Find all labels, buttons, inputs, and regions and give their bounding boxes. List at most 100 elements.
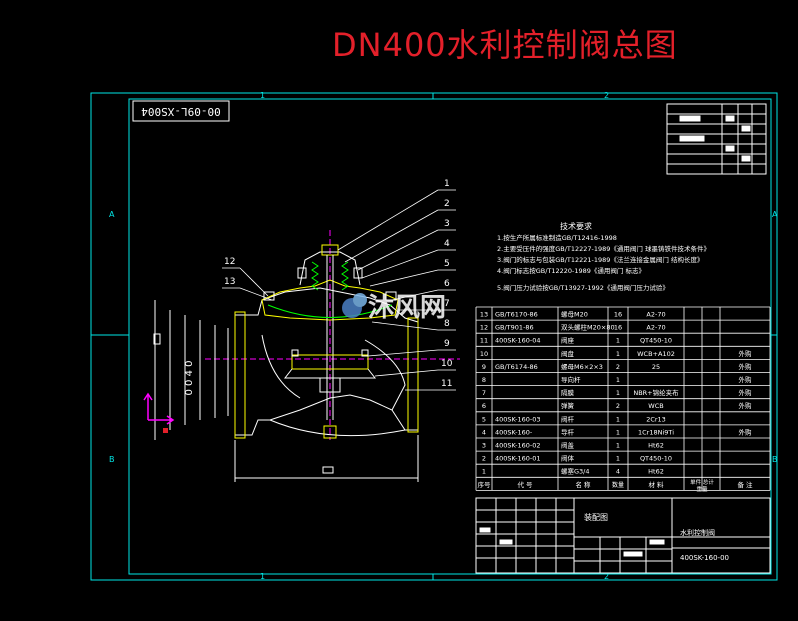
parts-row-no: 5: [482, 415, 486, 423]
parts-row-material: Ht62: [648, 468, 664, 476]
zone-bottom-2: 2: [604, 572, 609, 581]
title-block: [475, 497, 771, 574]
parts-row-qty: 1: [616, 350, 620, 358]
zone-top-1: 1: [260, 91, 265, 100]
inner-frame: [128, 98, 772, 575]
outer-frame: [90, 92, 778, 581]
parts-row-qty: 1: [616, 455, 620, 463]
callout-7: 7: [444, 299, 450, 309]
revision-table: [666, 103, 767, 175]
parts-row-name: 阀盖: [561, 441, 575, 450]
parts-row-qty: 16: [614, 311, 622, 319]
parts-row-note: 外购: [739, 349, 753, 358]
parts-row-material: 2Cr13: [646, 415, 666, 423]
parts-row-qty: 1: [616, 428, 620, 436]
parts-row-note: 外购: [739, 427, 753, 436]
title-block-label: 装配图: [584, 512, 608, 522]
parts-row-name: 导杆: [561, 427, 575, 436]
tech-item-2: 2.主要受压件的强度GB/T12227-1989《通用阀门 球墨铸铁件技术条件》: [497, 244, 710, 253]
title-block-name: 水利控制阀: [680, 528, 715, 537]
parts-row-material: 1Cr18Ni9Ti: [638, 428, 674, 436]
parts-row-name: 双头螺柱M20×80: [561, 323, 615, 332]
parts-row-no: 6: [482, 402, 486, 410]
parts-header-name: 名 称: [575, 480, 591, 489]
parts-row-material: Ht62: [648, 442, 664, 450]
tech-heading: 技术要求: [560, 221, 592, 231]
parts-row-material: WCB: [648, 402, 663, 410]
parts-row-material: 25: [652, 363, 660, 371]
parts-row-qty: 1: [616, 337, 620, 345]
parts-row-name: 阀体: [561, 454, 575, 463]
parts-row-code: GB/T6170-86: [495, 311, 538, 319]
parts-header-no: 序号: [478, 480, 492, 489]
callout-8: 8: [444, 319, 450, 329]
callout-12: 12: [224, 257, 235, 267]
callout-9: 9: [444, 339, 450, 349]
parts-row-name: 螺塞G3/4: [561, 467, 590, 476]
parts-row-note: 外购: [739, 401, 753, 410]
watermark: 沐风网: [342, 293, 446, 323]
tech-item-4: 4.阀门标志按GB/T12220-1989《通用阀门 标志》: [497, 266, 645, 275]
parts-row-qty: 2: [616, 402, 620, 410]
parts-row-note: 外购: [739, 375, 753, 384]
parts-row-no: 2: [482, 455, 486, 463]
dimension-lines: [153, 300, 419, 482]
parts-row-code: 400SK-160-04: [495, 337, 540, 345]
drawing-number-box: 00-09L-XS004: [132, 100, 230, 122]
parts-row-qty: 4: [616, 468, 620, 476]
parts-row-name: 阀杆: [561, 414, 575, 423]
parts-row-no: 13: [480, 311, 488, 319]
callout-1: 1: [444, 179, 450, 189]
parts-row-no: 12: [480, 324, 488, 332]
parts-row-code: GB/T6174-86: [495, 363, 538, 371]
zone-right-B: B: [772, 455, 778, 464]
tech-item-3: 3.阀门的标志与包装GB/T12221-1989《法兰连接金属阀门 结构长度》: [497, 255, 704, 264]
drawing-title: DN400水利控制阀总图: [332, 26, 678, 64]
callout-2: 2: [444, 199, 450, 209]
zone-left-B: B: [109, 455, 115, 464]
parts-row-code: 400SK-160-01: [495, 455, 540, 463]
callout-labels: 1 2 3 4 5 6 7 8 9 10 11 12 13: [224, 179, 453, 389]
tech-item-1: 1.按生产所属标准制造GB/T12416-1998: [497, 233, 617, 242]
callout-3: 3: [444, 219, 450, 229]
callout-4: 4: [444, 239, 450, 249]
tech-requirements: 技术要求 1.按生产所属标准制造GB/T12416-1998 2.主要受压件的强…: [497, 221, 710, 292]
callout-6: 6: [444, 279, 450, 289]
valve-assembly: [205, 230, 460, 440]
parts-row-qty: 1: [616, 442, 620, 450]
parts-row-no: 8: [482, 376, 486, 384]
parts-row-qty: 1: [616, 389, 620, 397]
parts-header-note: 备 注: [737, 480, 753, 489]
parts-row-qty: 2: [616, 363, 620, 371]
parts-row-name: 隔膜: [561, 388, 575, 397]
parts-row-code: 400SK-160-02: [495, 442, 540, 450]
drawing-number: 00-09L-XS004: [141, 105, 221, 118]
parts-row-code: 400SK-160-03: [495, 415, 540, 423]
parts-row-name: 阀盘: [561, 349, 575, 358]
parts-row-material: A2-70: [646, 324, 665, 332]
parts-row-material: QT450-10: [640, 337, 672, 345]
parts-row-code: 400SK-160-: [495, 428, 533, 436]
parts-row-qty: 1: [616, 415, 620, 423]
parts-row-name: 螺母M20: [561, 310, 588, 319]
parts-header-material: 材 料: [648, 480, 664, 489]
parts-row-no: 4: [482, 428, 486, 436]
parts-row-name: 弹簧: [561, 401, 575, 410]
parts-row-material: NBR+锦纶夹布: [633, 388, 679, 397]
zone-left-A: A: [109, 210, 115, 219]
origin-marker: [163, 428, 168, 433]
parts-row-name: 阀座: [561, 336, 575, 345]
parts-row-no: 7: [482, 389, 486, 397]
parts-row-material: QT450-10: [640, 455, 672, 463]
zone-right-A: A: [772, 210, 778, 219]
parts-row-note: 外购: [739, 362, 753, 371]
parts-row-no: 11: [480, 337, 488, 345]
parts-row-name: 导向杆: [561, 375, 581, 384]
callout-13: 13: [224, 277, 235, 287]
parts-row-no: 3: [482, 442, 486, 450]
callout-5: 5: [444, 259, 450, 269]
watermark-text: 沐风网: [368, 293, 446, 323]
zone-bottom-1: 1: [260, 572, 265, 581]
parts-header-code: 代 号: [517, 480, 533, 489]
